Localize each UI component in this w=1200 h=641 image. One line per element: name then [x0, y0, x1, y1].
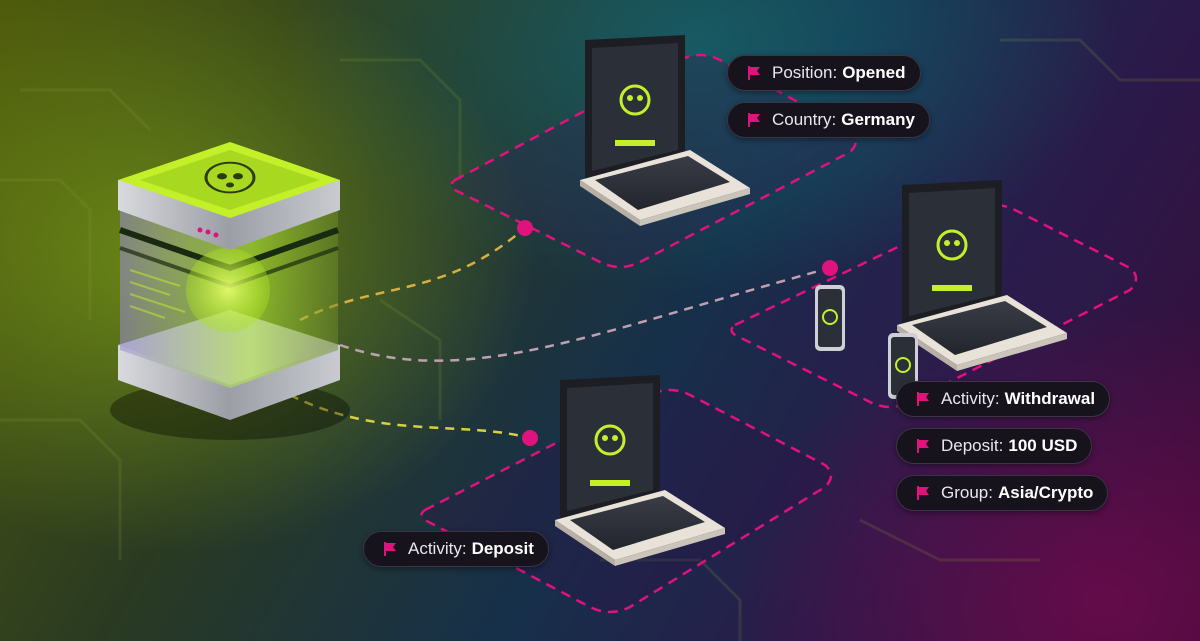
tag-label: Position:: [772, 63, 838, 82]
tag-value: Opened: [842, 63, 906, 82]
flag-icon: [917, 439, 929, 453]
tag-value: Withdrawal: [1004, 389, 1096, 408]
tag-label: Country:: [772, 110, 837, 129]
laptop-icon: [580, 35, 750, 226]
tag-value: Deposit: [471, 539, 534, 558]
flag-icon: [748, 113, 760, 127]
connection-node: [822, 260, 838, 276]
flag-icon: [917, 392, 929, 406]
connection-node: [517, 220, 533, 236]
tag-label: Activity:: [408, 539, 467, 558]
tag-deposit: Deposit: 100 USD: [896, 428, 1093, 464]
phone-icon: [815, 285, 845, 351]
tag-group: Group: Asia/Crypto: [896, 475, 1109, 511]
tag-label: Activity:: [941, 389, 1000, 408]
tag-activity-withdrawal: Activity: Withdrawal: [896, 381, 1111, 417]
flag-icon: [917, 486, 929, 500]
tag-value: Germany: [841, 110, 915, 129]
tag-activity-deposit: Activity: Deposit: [363, 531, 549, 567]
tag-label: Group:: [941, 483, 993, 502]
tag-value: 100 USD: [1008, 436, 1078, 455]
laptop-icon: [555, 375, 725, 566]
connection-node: [522, 430, 538, 446]
flag-icon: [384, 542, 396, 556]
tag-country: Country: Germany: [727, 102, 930, 138]
laptop-icon: [897, 180, 1067, 371]
tag-value: Asia/Crypto: [997, 483, 1094, 502]
tag-label: Deposit:: [941, 436, 1004, 455]
server-icon: [110, 142, 350, 440]
flag-icon: [748, 66, 760, 80]
circuit-traces: [0, 38, 1200, 641]
tag-position: Position: Opened: [727, 55, 921, 91]
